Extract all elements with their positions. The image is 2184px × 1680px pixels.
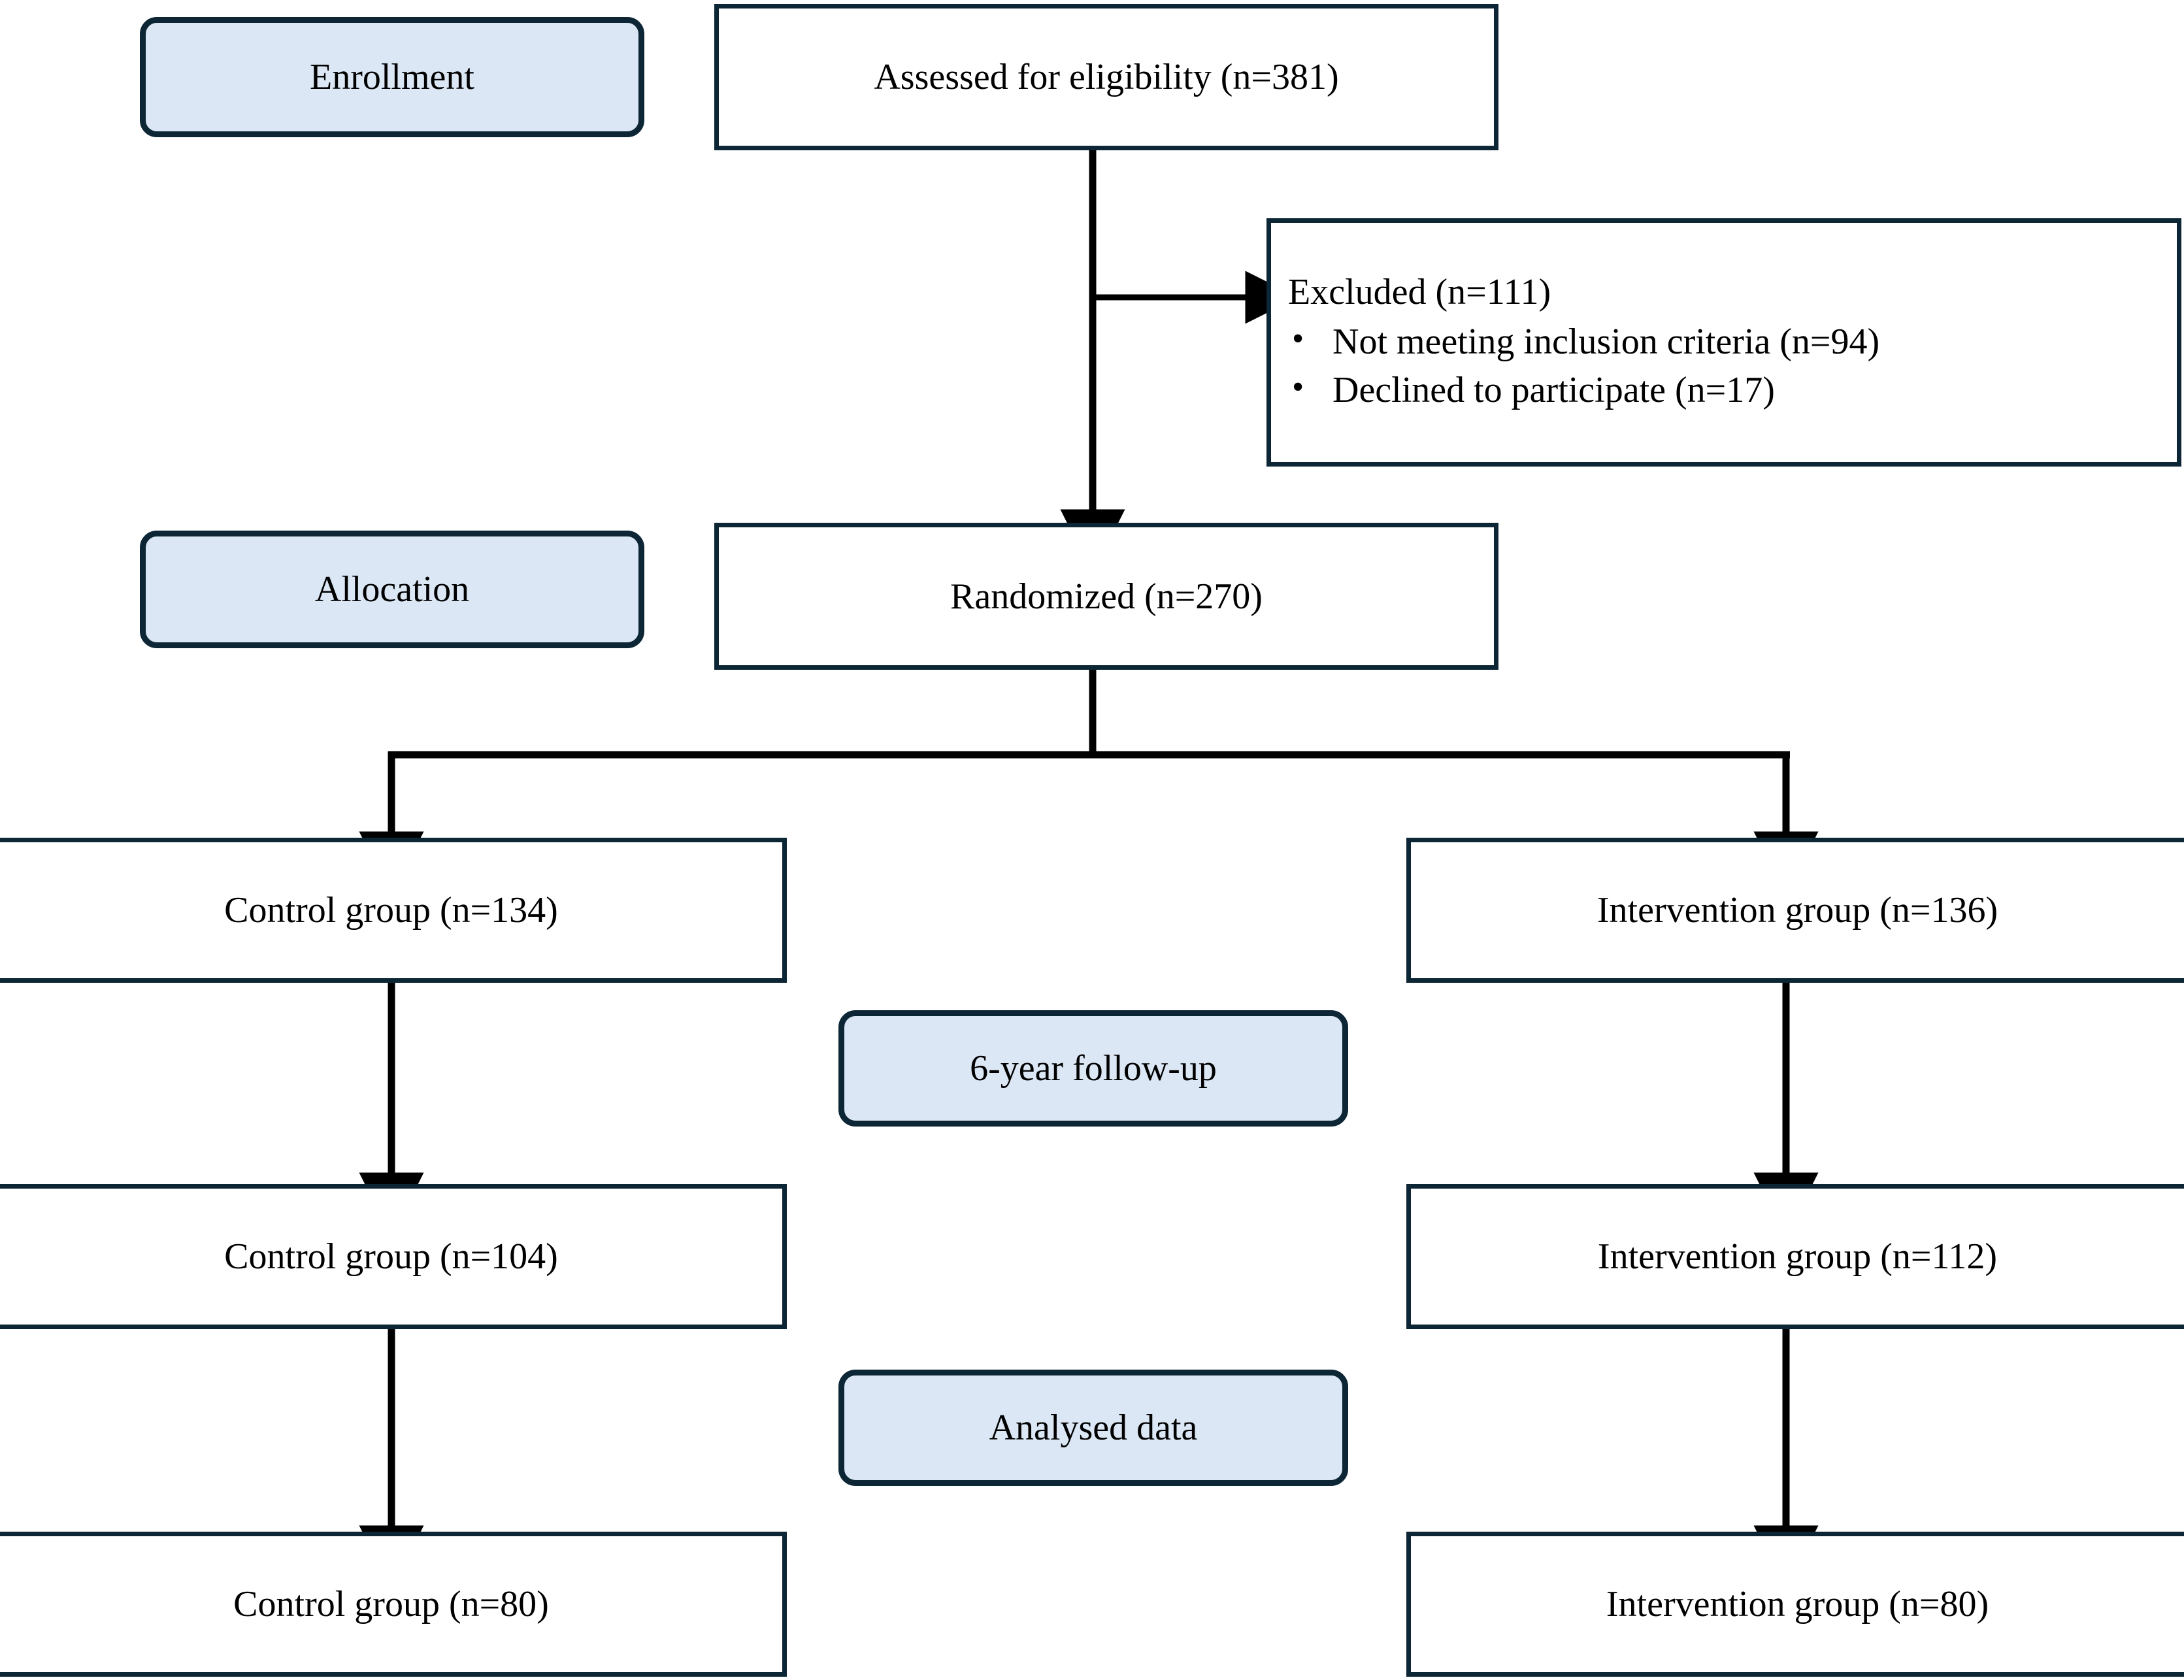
bullet-icon: •: [1292, 369, 1304, 406]
node-excluded-body: Excluded (n=111) • Not meeting inclusion…: [1271, 269, 2177, 416]
stage-badge-allocation-label: Allocation: [314, 569, 470, 610]
stage-badge-allocation: Allocation: [140, 531, 644, 648]
node-excluded-title: Excluded (n=111): [1288, 272, 1551, 312]
node-control-group-allocated-label: Control group (n=134): [224, 890, 558, 931]
node-assessed-for-eligibility-label: Assessed for eligibility (n=381): [874, 57, 1339, 97]
node-intervention-group-analysed: Intervention group (n=80): [1406, 1532, 2184, 1677]
stage-badge-analysis: Analysed data: [838, 1370, 1348, 1486]
bullet-icon: •: [1292, 320, 1304, 357]
node-intervention-group-allocated: Intervention group (n=136): [1406, 838, 2184, 983]
node-excluded-list-item-label: Declined to participate (n=17): [1332, 370, 1775, 410]
node-control-group-followup-label: Control group (n=104): [224, 1236, 558, 1277]
stage-badge-followup-label: 6-year follow-up: [970, 1048, 1217, 1089]
node-control-group-followup: Control group (n=104): [0, 1184, 787, 1329]
node-randomized-label: Randomized (n=270): [950, 576, 1263, 617]
stage-badge-followup: 6-year follow-up: [838, 1010, 1348, 1127]
node-excluded-list-item: • Declined to participate (n=17): [1288, 367, 2177, 413]
node-assessed-for-eligibility: Assessed for eligibility (n=381): [714, 4, 1498, 150]
node-excluded-list: • Not meeting inclusion criteria (n=94) …: [1288, 319, 2177, 413]
node-excluded: Excluded (n=111) • Not meeting inclusion…: [1266, 218, 2181, 467]
stage-badge-enrollment-label: Enrollment: [310, 57, 474, 97]
node-randomized: Randomized (n=270): [714, 523, 1498, 670]
node-intervention-group-followup-label: Intervention group (n=112): [1597, 1236, 1998, 1277]
node-control-group-allocated: Control group (n=134): [0, 838, 787, 983]
node-control-group-analysed-label: Control group (n=80): [233, 1584, 549, 1624]
node-excluded-list-item-label: Not meeting inclusion criteria (n=94): [1332, 321, 1880, 362]
node-intervention-group-allocated-label: Intervention group (n=136): [1597, 890, 1998, 931]
node-intervention-group-followup: Intervention group (n=112): [1406, 1184, 2184, 1329]
node-control-group-analysed: Control group (n=80): [0, 1532, 787, 1677]
stage-badge-enrollment: Enrollment: [140, 17, 644, 137]
stage-badge-analysis-label: Analysed data: [989, 1408, 1198, 1448]
node-excluded-list-item: • Not meeting inclusion criteria (n=94): [1288, 319, 2177, 365]
node-intervention-group-analysed-label: Intervention group (n=80): [1606, 1584, 1989, 1624]
